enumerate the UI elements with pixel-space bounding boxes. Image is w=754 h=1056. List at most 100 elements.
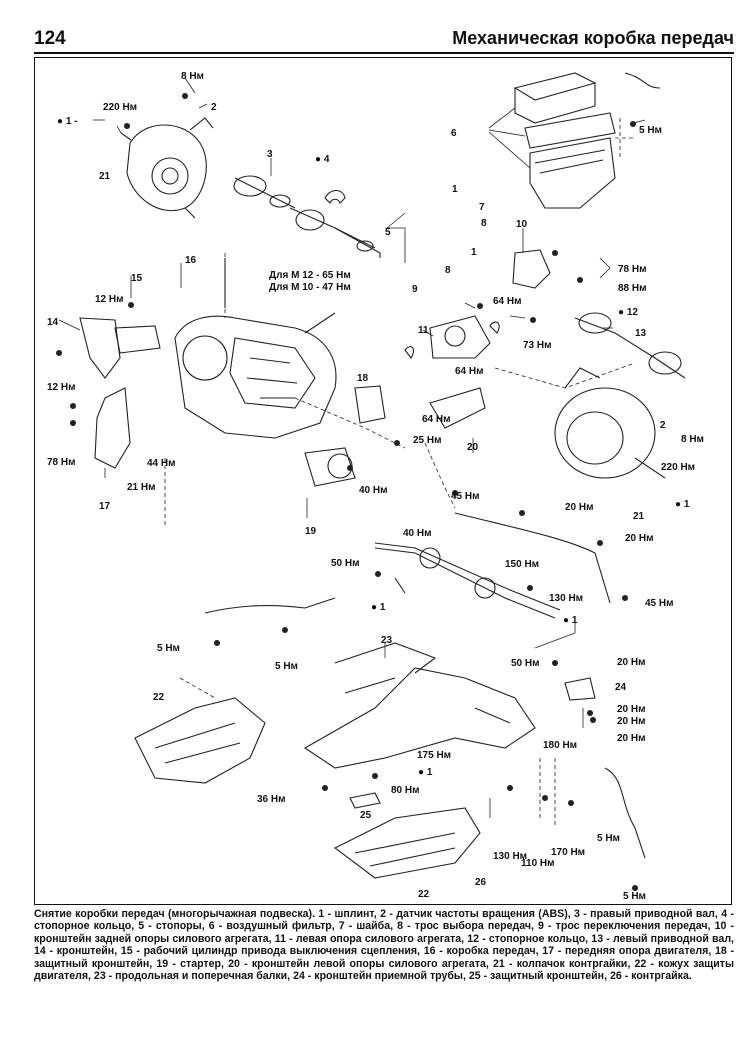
- callout-label: ● 1: [371, 602, 386, 613]
- callout-label: 14: [47, 317, 59, 328]
- callout-label: 44 Нм: [147, 458, 176, 469]
- callout-label: 3: [267, 149, 273, 160]
- callout-label: 24: [615, 682, 627, 693]
- callout-label: 64 Нм: [455, 366, 484, 377]
- callout-label: 8 Нм: [681, 434, 704, 445]
- callout-label: 40 Нм: [359, 485, 388, 496]
- callout-label: 36 Нм: [257, 794, 286, 805]
- callout-label: 9: [412, 284, 418, 295]
- callout-label: 15: [131, 273, 143, 284]
- callout-label: 21: [99, 171, 111, 182]
- callout-label: 8 Нм: [181, 71, 204, 82]
- exhaust-bracket-drawing: [564, 677, 596, 701]
- callout-label: 180 Нм: [543, 740, 577, 751]
- callout-label: ● 12: [618, 307, 638, 318]
- callout-label: 11: [418, 325, 429, 336]
- gearbox-drawing: [174, 258, 337, 439]
- callout-label: 78 Нм: [618, 264, 647, 275]
- engine-cover-left-drawing: [134, 697, 266, 784]
- leader-lines: [58, 77, 646, 818]
- bracket-14-drawing: [79, 317, 121, 379]
- front-mount-drawing: [94, 387, 131, 469]
- callout-label: 21: [633, 511, 645, 522]
- callout-label: 64 Нм: [493, 296, 522, 307]
- callout-label: 175 Нм: [417, 750, 451, 761]
- callout-label: 80 Нм: [391, 785, 420, 796]
- callout-label: 26: [475, 877, 487, 888]
- callout-label: 5: [385, 227, 391, 238]
- callout-label: 5 Нм: [275, 661, 298, 672]
- callout-label: 22: [418, 889, 430, 900]
- right-knuckle-drawing: [120, 117, 214, 219]
- callout-label: 20: [467, 442, 479, 453]
- callout-label: 10: [516, 219, 528, 230]
- callout-label: 23: [381, 635, 393, 646]
- page-header: 124 Механическая коробка передач: [34, 26, 734, 52]
- callout-label: 17: [99, 501, 111, 512]
- callout-label: 5 Нм: [157, 643, 180, 654]
- callout-label: 5 Нм: [639, 125, 662, 136]
- snap-ring-drawing: [324, 189, 346, 204]
- callout-label: 50 Нм: [511, 658, 540, 669]
- callout-label: 110 Нм: [521, 858, 555, 869]
- callout-label: 6: [451, 128, 457, 139]
- rear-mount-bracket-drawing: [512, 249, 551, 289]
- callout-label: 5 Нм: [623, 891, 646, 902]
- protective-bracket-drawing: [354, 385, 386, 424]
- callout-label: 150 Нм: [505, 559, 539, 570]
- callout-label: 20 Нм: [617, 733, 646, 744]
- abs-harness-drawing: [204, 597, 336, 614]
- callout-label: Для М 12 - 65 Нм: [269, 270, 351, 281]
- callout-label: 1: [452, 184, 458, 195]
- callout-label: 130 Нм: [493, 851, 527, 862]
- figure-caption: Снятие коробки передач (многорычажная по…: [34, 908, 734, 983]
- stabilizer-bar-drawing: [454, 512, 611, 604]
- callout-label: 20 Нм: [625, 533, 654, 544]
- left-mount-bracket-drawing: [429, 387, 486, 429]
- callout-label: 220 Нм: [103, 102, 137, 113]
- callout-label: 50 Нм: [331, 558, 360, 569]
- page-title: Механическая коробка передач: [452, 28, 734, 48]
- callout-labels: 8 Нм 2 ● 1 - 220 Нм 21 3 ● 4 6 5 Нм 1 7 …: [47, 71, 704, 902]
- callout-label: 20 Нм: [617, 657, 646, 668]
- callout-label: 78 Нм: [47, 457, 76, 468]
- callout-label: ● 4: [315, 154, 330, 165]
- callout-label: 2: [660, 420, 666, 431]
- callout-label: 45 Нм: [645, 598, 674, 609]
- abs-harness-right-drawing: [604, 767, 646, 859]
- callout-label: 18: [357, 373, 369, 384]
- callout-label: 5 Нм: [597, 833, 620, 844]
- left-knuckle-drawing: [554, 367, 666, 479]
- callout-label: 45 Нм: [451, 491, 480, 502]
- callout-label: 40 Нм: [403, 528, 432, 539]
- callout-label: 170 Нм: [551, 847, 585, 858]
- subframe-drawing: [303, 642, 536, 769]
- callout-label: ● 1: [675, 499, 690, 510]
- page-number: 124: [34, 28, 66, 49]
- callout-label: 12 Нм: [95, 294, 124, 305]
- guide-lines: [164, 118, 636, 828]
- left-mount-drawing: [429, 315, 491, 359]
- callout-label: 2: [211, 102, 217, 113]
- parts-drawing: [58, 72, 686, 879]
- callout-label: 7: [479, 202, 485, 213]
- right-driveshaft-drawing: [233, 175, 381, 258]
- callout-label: 25 Нм: [413, 435, 442, 446]
- callout-label: 21 Нм: [127, 482, 156, 493]
- callout-label: 22: [153, 692, 165, 703]
- callout-label: Для М 10 - 47 Нм: [269, 282, 351, 293]
- callout-label: 19: [305, 526, 317, 537]
- callout-label: 20 Нм: [565, 502, 594, 513]
- callout-label: 13: [635, 328, 647, 339]
- engine-cover-bottom-drawing: [333, 807, 481, 879]
- callout-label: 20 Нм: [617, 704, 646, 715]
- callout-label: 25: [360, 810, 372, 821]
- header-rule: [34, 52, 734, 54]
- callout-label: 64 Нм: [422, 414, 451, 425]
- clutch-cylinder-drawing: [114, 325, 161, 354]
- air-filter-drawing: [513, 72, 661, 209]
- callout-label: ● 1: [563, 615, 578, 626]
- exploded-diagram: 8 Нм 2 ● 1 - 220 Нм 21 3 ● 4 6 5 Нм 1 7 …: [34, 57, 732, 905]
- callout-label: 20 Нм: [617, 716, 646, 727]
- callout-label: ● 1 -: [57, 116, 78, 127]
